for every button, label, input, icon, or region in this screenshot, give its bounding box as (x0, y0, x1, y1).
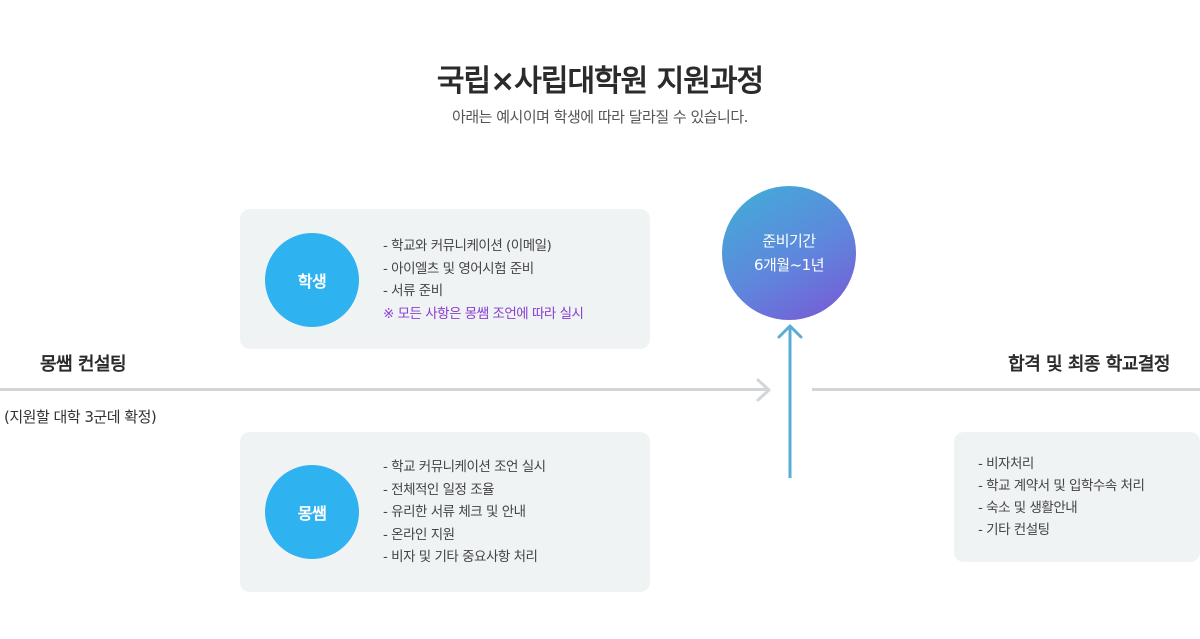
momssam-label: 몽쌤 (297, 504, 327, 523)
prep-period-circle: 준비기간 6개월~1년 (722, 186, 856, 320)
final-task-item: - 숙소 및 생활안내 (978, 500, 1078, 516)
up-arrow-icon (777, 324, 803, 478)
final-task-item: - 비자처리 (978, 456, 1034, 472)
student-task-item: - 서류 준비 (383, 283, 443, 299)
timeline-line-left (0, 388, 768, 391)
timeline-line-right (812, 388, 1200, 391)
student-task-item: - 학교와 커뮤니케이션 (이메일) (383, 238, 552, 254)
page-subtitle: 아래는 예시이며 학생에 따라 달라질 수 있습니다. (452, 108, 748, 126)
student-label: 학생 (297, 272, 327, 291)
stage-consult-label: 몽쌤 컨설팅 (40, 354, 127, 375)
final-task-item: - 기타 컨설팅 (978, 522, 1050, 538)
student-circle: 학생 (265, 233, 359, 327)
momssam-task-item: - 온라인 지원 (383, 526, 455, 543)
stage-final-label: 합격 및 최종 학교결정 (1008, 354, 1170, 375)
student-task-list: - 학교와 커뮤니케이션 (이메일) - 아이엘츠 및 영어시험 준비 - 서류… (383, 235, 584, 325)
prep-period-title: 준비기간 (762, 232, 816, 250)
momssam-task-item: - 유리한 서류 체크 및 안내 (383, 504, 526, 520)
chevron-right-icon (756, 378, 771, 402)
momssam-task-item: - 학교 커뮤니케이션 조언 실시 (383, 459, 546, 475)
momssam-circle: 몽쌤 (265, 465, 359, 559)
final-task-item: - 학교 계약서 및 입학수속 처리 (978, 478, 1145, 494)
prep-period-duration: 6개월~1년 (753, 256, 825, 274)
student-task-item: - 아이엘츠 및 영어시험 준비 (383, 260, 534, 277)
momssam-task-item: - 전체적인 일정 조율 (383, 481, 495, 498)
stage-consult-note: (지원할 대학 3군데 확정) (4, 408, 157, 426)
student-note: ※ 모든 사항은 몽쌤 조언에 따라 실시 (383, 305, 584, 322)
final-task-list: - 비자처리 - 학교 계약서 및 입학수속 처리 - 숙소 및 생활안내 - … (978, 453, 1145, 541)
momssam-task-list: - 학교 커뮤니케이션 조언 실시 - 전체적인 일정 조율 - 유리한 서류 … (383, 456, 546, 569)
momssam-task-item: - 비자 및 기타 중요사항 처리 (383, 549, 538, 565)
page-title: 국립×사립대학원 지원과정 (436, 64, 764, 99)
final-panel (954, 432, 1200, 562)
